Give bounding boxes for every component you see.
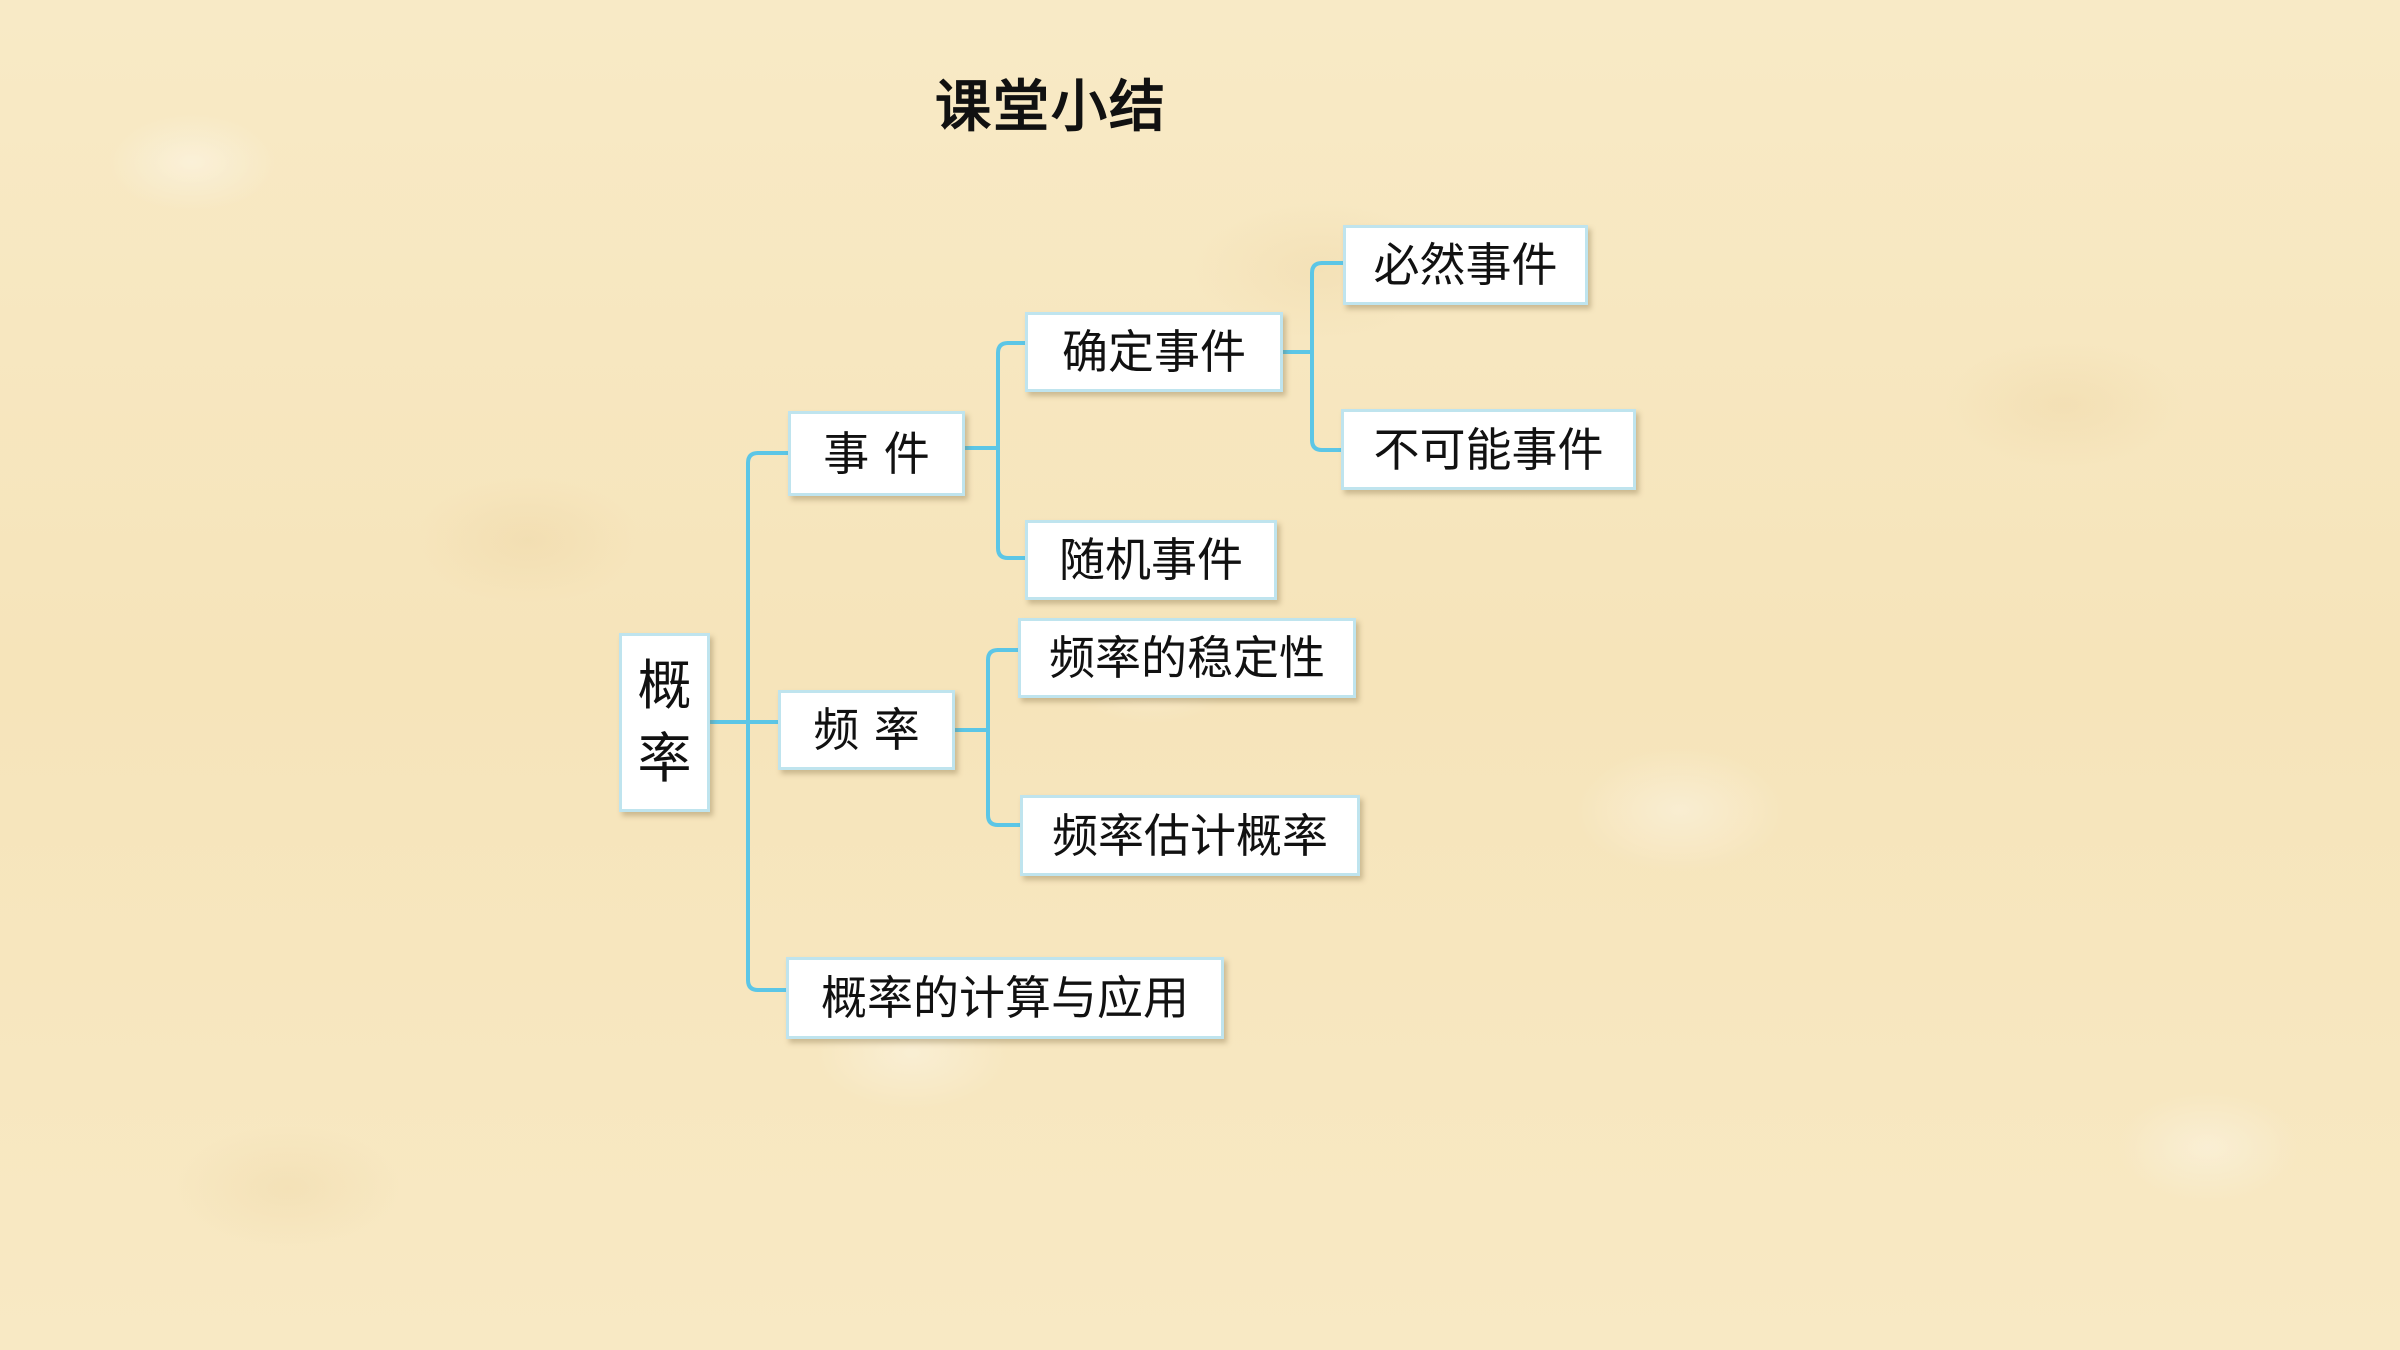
node-calculation-application-label: 概率的计算与应用 [821, 971, 1189, 1025]
root-char-1: 概 [637, 653, 692, 717]
node-frequency: 频 率 [778, 690, 955, 770]
connector-event-bracket [996, 341, 1010, 560]
node-event-label: 事 件 [823, 426, 930, 481]
node-impossible-event-label: 不可能事件 [1373, 422, 1604, 477]
node-random-event-label: 随机事件 [1059, 533, 1243, 587]
node-certain-event: 必然事件 [1343, 225, 1588, 305]
node-event: 事 件 [788, 411, 965, 496]
node-definite-event-label: 确定事件 [1062, 325, 1246, 379]
connector-definite-bracket [1310, 261, 1324, 452]
node-calculation-application: 概率的计算与应用 [786, 957, 1224, 1039]
node-certain-event-label: 必然事件 [1373, 238, 1558, 292]
root-char-2: 率 [637, 726, 692, 790]
node-frequency-estimate-label: 频率估计概率 [1052, 808, 1328, 863]
node-definite-event: 确定事件 [1025, 312, 1283, 392]
node-impossible-event: 不可能事件 [1341, 409, 1636, 490]
connector-frequency-bracket [986, 648, 1000, 827]
node-random-event: 随机事件 [1025, 520, 1277, 600]
node-probability-root: 概 率 [619, 633, 710, 812]
node-frequency-estimate: 频率估计概率 [1020, 795, 1360, 876]
node-frequency-stability: 频率的稳定性 [1018, 618, 1356, 698]
page-title: 课堂小结 [935, 75, 1167, 140]
node-frequency-label: 频 率 [813, 703, 920, 757]
node-frequency-stability-label: 频率的稳定性 [1049, 631, 1325, 685]
